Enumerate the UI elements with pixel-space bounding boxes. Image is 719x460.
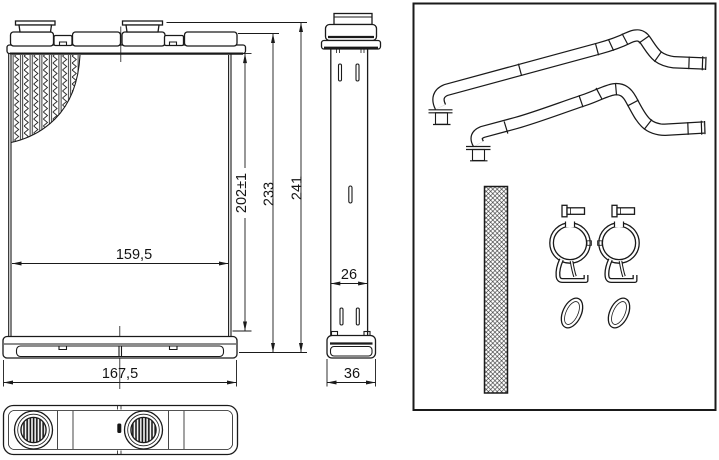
bottom-port (13, 410, 54, 450)
side-port (324, 12, 378, 42)
bolt-2 (611, 204, 636, 218)
tank-connector (53, 34, 73, 47)
side-slot (355, 63, 360, 82)
tank-segment (183, 31, 238, 47)
dim-tank-height-label: 233 (262, 182, 278, 206)
tank-segment (121, 31, 166, 47)
lower-hose-flange (466, 145, 491, 162)
bottom-tank (2, 335, 238, 359)
lower-hose (466, 82, 706, 162)
front-view (2, 20, 247, 389)
side-bottom-tank (326, 330, 377, 359)
bottom-dividers (57, 411, 185, 449)
side-slot (339, 307, 344, 326)
port-inlet (14, 20, 56, 33)
foam-seal-strip (483, 185, 509, 394)
core-left-edge (8, 53, 12, 337)
tank-segment (71, 31, 122, 47)
o-ring-1 (560, 297, 584, 329)
bolt-1 (561, 204, 586, 218)
dim-overall-height-label: 241 (290, 176, 306, 200)
fin-boundary-curve (10, 54, 81, 144)
tank-center-split (118, 346, 123, 357)
side-slot (337, 63, 343, 82)
o-ring-2 (607, 297, 631, 329)
tank-connector (163, 34, 185, 47)
bottom-port (123, 410, 164, 450)
connector-notch (168, 41, 178, 46)
bottom-view (2, 404, 239, 456)
dim-overall-width-label: 167,5 (102, 366, 138, 382)
bottom-center-slot (117, 423, 122, 433)
tank-notches (58, 346, 178, 351)
accessory-kit-box (412, 2, 717, 411)
side-slot (348, 185, 353, 204)
core-fins (11, 55, 80, 143)
connector-notch (58, 41, 68, 46)
core-right-edge (228, 53, 232, 337)
upper-hose-flange (428, 109, 453, 126)
side-view (320, 12, 382, 359)
upper-hose (428, 29, 707, 126)
dim-core-height-label: 202±1 (234, 173, 250, 213)
clamp-1 (549, 220, 592, 283)
side-body-edges (330, 49, 369, 336)
port-outlet (121, 20, 164, 33)
dim-overall-depth-label: 36 (344, 366, 360, 382)
tank-segment (9, 31, 55, 47)
dimensions: 159,5 167,5 202±1 233 241 26 36 (3, 22, 376, 387)
side-header-hooks (336, 49, 365, 53)
bottom-center-ticks (117, 405, 122, 455)
dim-core-width-label: 159,5 (116, 247, 152, 263)
dim-core-depth-label: 26 (341, 267, 357, 283)
clamp-2 (597, 220, 640, 283)
bottom-inner-outline (8, 410, 233, 450)
side-slot (355, 307, 360, 326)
